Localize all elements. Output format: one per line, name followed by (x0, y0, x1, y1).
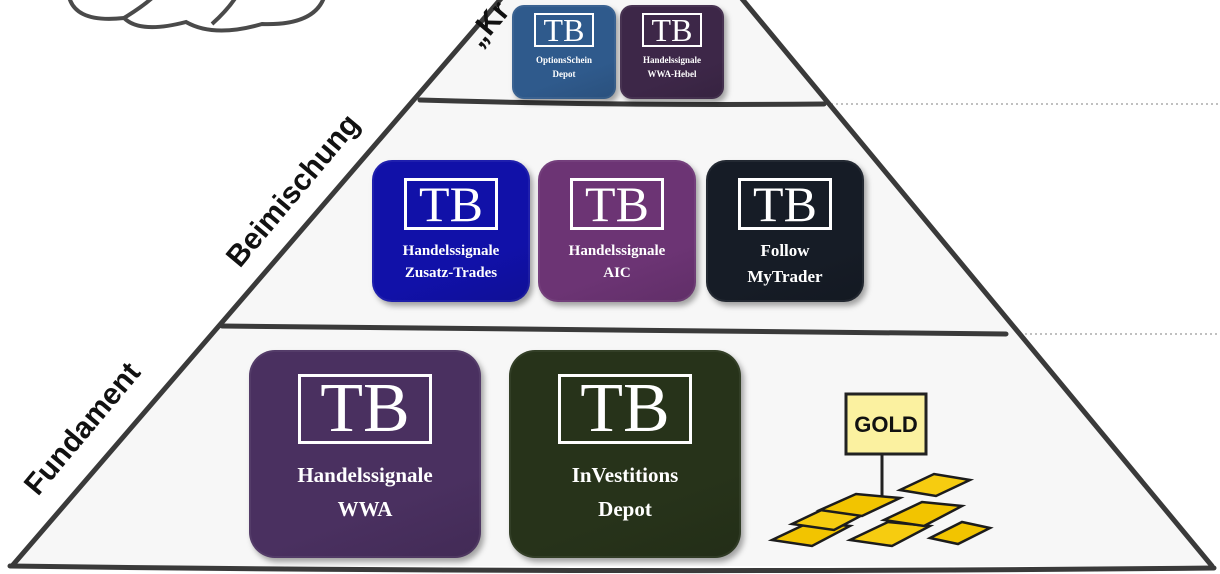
tile-label: Follow MyTrader (747, 241, 823, 286)
pyramid-base (7, 563, 1217, 574)
gold-bar (879, 500, 967, 528)
cloud-shape (68, 0, 326, 33)
tile-follow-mytrader[interactable]: TB Follow MyTrader (706, 160, 864, 302)
tb-logo-icon: TB (534, 13, 594, 47)
tb-logo-icon: TB (404, 178, 498, 230)
pyramid-right-edge (739, 0, 1215, 569)
tile-label: Handelssignale Zusatz-Trades (402, 243, 500, 281)
gold-sign-text: GOLD (854, 412, 918, 437)
gold-sign-board (844, 392, 928, 456)
tile-label: OptionsSchein Depot (535, 55, 593, 79)
tier-divider-middle (219, 323, 1009, 337)
tile-label: InVestitions Depot (571, 463, 679, 521)
cloud-inner-curve-2 (210, 0, 237, 26)
tb-logo-icon: TB (738, 178, 832, 230)
gold-bars-illustration (767, 392, 994, 548)
gold-bar (895, 472, 975, 498)
tb-logo-icon: TB (642, 13, 702, 47)
pyramid-left-edge (9, 0, 504, 569)
tile-label: Handelssignale WWA (297, 463, 433, 521)
gold-bar (845, 520, 935, 548)
tb-logo-icon: TB (298, 374, 432, 444)
tile-label: Handelssignale AIC (568, 243, 666, 281)
gold-bar (815, 492, 905, 518)
cloud-inner-curve-1 (122, 0, 153, 20)
tile-investitions-depot[interactable]: TB InVestitions Depot (509, 350, 741, 558)
tb-logo-icon: TB (558, 374, 692, 444)
tier-divider-top (417, 97, 827, 107)
tile-label: Handelssignale WWA-Hebel (642, 55, 701, 79)
tile-handelssignale-zusatz-trades[interactable]: TB Handelssignale Zusatz-Trades (372, 160, 530, 302)
gold-bar (926, 520, 994, 546)
tile-handelssignale-wwa[interactable]: TB Handelssignale WWA (249, 350, 481, 558)
tb-logo-icon: TB (570, 178, 664, 230)
tile-handelssignale-aic[interactable]: TB Handelssignale AIC (538, 160, 696, 302)
tile-handelssignale-wwa-hebel[interactable]: TB Handelssignale WWA-Hebel (620, 5, 724, 99)
tile-optionsschein-depot[interactable]: TB OptionsSchein Depot (512, 5, 616, 99)
